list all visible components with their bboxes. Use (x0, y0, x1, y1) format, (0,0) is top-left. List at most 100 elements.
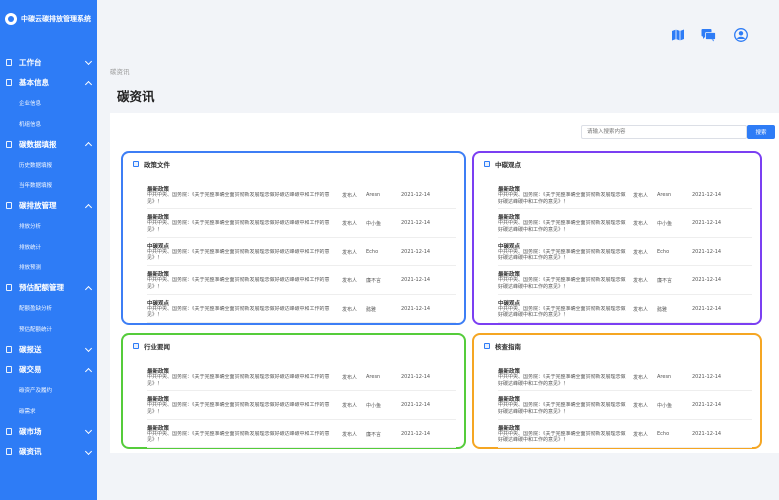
news-summary: 中共中央、国务院：《关于完整准确全面贯彻新发展理念做好碳达峰碳中和工作的意见》！ (147, 192, 330, 205)
sidebar-subitem[interactable]: 当年数据填报 (19, 183, 53, 190)
news-author: Aresn (657, 374, 672, 380)
chevron-down-icon (84, 447, 93, 455)
news-summary: 中共中央、国务院：《关于完整准确全面贯彻新发展理念做好碳达峰碳中和工作的意见》！ (498, 248, 626, 262)
news-row[interactable]: 最新政策中共中央、国务院：《关于完整准确全面贯彻新发展理念做好碳达峰碳中和工作的… (498, 420, 752, 449)
news-date: 2021-12-14 (692, 430, 722, 437)
news-row[interactable]: 中碳观点中共中央、国务院：《关于完整准确全面贯彻新发展理念做好碳达峰碳中和工作的… (498, 238, 752, 267)
news-tag: 最新政策 (147, 272, 170, 279)
news-tag: 最新政策 (147, 187, 170, 193)
breadcrumb[interactable]: 碳资讯 (110, 68, 130, 76)
news-summary: 中共中央、国务院：《关于完整准确全面贯彻新发展理念做好碳达峰碳中和工作的意见》！ (147, 277, 330, 290)
menu-doc-icon (6, 448, 12, 456)
news-row[interactable]: 中碳观点中共中央、国务院：《关于完整准确全面贯彻新发展理念做好碳达峰碳中和工作的… (147, 238, 456, 267)
news-author: 廉不言 (657, 278, 673, 285)
sidebar-subitem[interactable]: 排放预测 (19, 265, 42, 272)
publisher-label: 发布人 (342, 403, 358, 410)
news-tag: 中碳观点 (147, 243, 170, 250)
news-row[interactable]: 最新政策中共中央、国务院：《关于完整准确全面贯彻新发展理念做好碳达峰碳中和工作的… (498, 266, 752, 295)
chevron-up-icon (84, 80, 93, 88)
sidebar-subitem[interactable]: 排放统计 (19, 244, 42, 251)
sidebar-item-label: 碳资讯 (19, 447, 42, 457)
sidebar-subitem[interactable]: 碳资产及履约 (19, 388, 53, 395)
news-row[interactable]: 最新政策中共中央、国务院：《关于完整准确全面贯彻新发展理念做好碳达峰碳中和工作的… (498, 209, 752, 238)
news-row[interactable]: 最新政策中共中央、国务院：《关于完整准确全面贯彻新发展理念做好碳达峰碳中和工作的… (498, 181, 752, 210)
sidebar-subitem[interactable]: 排放分析 (19, 224, 42, 231)
news-row[interactable]: 最新政策中共中央、国务院：《关于完整准确全面贯彻新发展理念做好碳达峰碳中和工作的… (498, 391, 752, 420)
menu-doc-icon (6, 284, 12, 292)
sidebar-item-label: 碳排放管理 (19, 201, 57, 211)
news-date: 2021-12-14 (401, 192, 431, 198)
news-date: 2021-12-14 (401, 402, 431, 409)
news-date: 2021-12-14 (401, 430, 431, 437)
news-tag: 最新政策 (498, 425, 521, 432)
sidebar-item-carbon-trade[interactable]: 碳交易 (0, 360, 97, 381)
news-tag: 中碳观点 (498, 300, 521, 307)
news-date: 2021-12-14 (401, 220, 431, 227)
news-row[interactable]: 最新政策中共中央、国务院：《关于完整准确全面贯彻新发展理念做好碳达峰碳中和工作的… (147, 391, 456, 420)
news-row[interactable]: 最新政策中共中央、国务院：《关于完整准确全面贯彻新发展理念做好碳达峰碳中和工作的… (147, 363, 456, 392)
sidebar-item-workbench[interactable]: 工作台 (0, 52, 97, 73)
news-author: 懿雅 (657, 306, 668, 313)
menu-doc-icon (6, 140, 12, 148)
chevron-down-icon (84, 426, 93, 435)
publisher-label: 发布人 (633, 249, 649, 256)
news-row[interactable]: 最新政策中共中央、国务院：《关于完整准确全面贯彻新发展理念做好碳达峰碳中和工作的… (147, 181, 456, 210)
news-summary: 中共中央、国务院：《关于完整准确全面贯彻新发展理念做好碳达峰碳中和工作的意见》！ (147, 305, 330, 319)
menu-doc-icon (6, 202, 12, 210)
news-summary: 中共中央、国务院：《关于完整准确全面贯彻新发展理念做好碳达峰碳中和工作的意见》！ (498, 430, 626, 444)
publisher-label: 发布人 (633, 221, 649, 228)
news-date: 2021-12-14 (401, 277, 431, 284)
news-author: 廉不言 (366, 431, 382, 438)
news-summary: 中共中央、国务院：《关于完整准确全面贯彻新发展理念做好碳达峰碳中和工作的意见》！ (498, 402, 626, 415)
news-list: 最新政策中共中央、国务院：《关于完整准确全面贯彻新发展理念做好碳达峰碳中和工作的… (498, 363, 752, 449)
news-date: 2021-12-14 (692, 248, 722, 255)
news-summary: 中共中央、国务院：《关于完整准确全面贯彻新发展理念做好碳达峰碳中和工作的意见》！ (498, 305, 626, 319)
chat-icon[interactable] (701, 28, 716, 42)
card-header: 政策文件 (133, 159, 170, 169)
sidebar-item-label: 碳数据填报 (19, 139, 57, 149)
sidebar-item-carbon-news[interactable]: 碳资讯 (0, 442, 97, 463)
news-row[interactable]: 中碳观点中共中央、国务院：《关于完整准确全面贯彻新发展理念做好碳达峰碳中和工作的… (498, 295, 752, 323)
search-input[interactable] (581, 125, 747, 139)
sidebar-subitem[interactable]: 预估配额统计 (19, 326, 53, 333)
news-author: 中小鱼 (366, 221, 382, 228)
news-date: 2021-12-14 (692, 305, 722, 312)
search-button[interactable]: 搜索 (747, 125, 775, 139)
sidebar-item-carbon-submit[interactable]: 碳报送 (0, 339, 97, 360)
document-icon (484, 343, 490, 349)
news-tag: 最新政策 (147, 397, 170, 404)
news-row[interactable]: 最新政策中共中央、国务院：《关于完整准确全面贯彻新发展理念做好碳达峰碳中和工作的… (147, 420, 456, 449)
chevron-up-icon (84, 367, 93, 375)
news-tag: 最新政策 (498, 215, 521, 222)
sidebar-subitem[interactable]: 碳需求 (19, 408, 36, 415)
document-icon (484, 161, 490, 167)
news-row[interactable]: 最新政策中共中央、国务院：《关于完整准确全面贯彻新发展理念做好碳达峰碳中和工作的… (147, 266, 456, 295)
sidebar-subitem[interactable]: 机组信息 (19, 121, 42, 128)
chevron-up-icon (84, 285, 93, 293)
sidebar: 中碳云碳排放管理系统 工作台基本信息企业信息机组信息碳数据填报历史数据填报当年数… (0, 0, 97, 500)
news-row[interactable]: 最新政策中共中央、国务院：《关于完整准确全面贯彻新发展理念做好碳达峰碳中和工作的… (147, 209, 456, 238)
sidebar-item-quota-mgmt[interactable]: 预估配额管理 (0, 278, 97, 299)
sidebar-item-carbon-market[interactable]: 碳市场 (0, 421, 97, 442)
news-date: 2021-12-14 (692, 277, 722, 284)
news-row[interactable]: 中碳观点中共中央、国务院：《关于完整准确全面贯彻新发展理念做好碳达峰碳中和工作的… (147, 295, 456, 323)
news-author: Echo (366, 248, 379, 255)
news-tag: 最新政策 (147, 425, 170, 432)
news-row[interactable]: 最新政策中共中央、国务院：《关于完整准确全面贯彻新发展理念做好碳达峰碳中和工作的… (498, 363, 752, 392)
sidebar-subitem[interactable]: 企业信息 (19, 101, 42, 108)
publisher-label: 发布人 (342, 375, 358, 381)
publisher-label: 发布人 (633, 193, 649, 199)
sidebar-item-basic-info[interactable]: 基本信息 (0, 73, 97, 94)
card-title: 政策文件 (144, 161, 170, 169)
user-icon[interactable] (734, 28, 748, 42)
publisher-label: 发布人 (342, 306, 358, 313)
sidebar-item-data-report[interactable]: 碳数据填报 (0, 134, 97, 155)
map-icon[interactable] (671, 28, 685, 42)
sidebar-item-emission-mgmt[interactable]: 碳排放管理 (0, 196, 97, 217)
news-author: 廉不言 (366, 278, 382, 285)
app-title: 中碳云碳排放管理系统 (21, 15, 91, 23)
sidebar-subitem[interactable]: 配额盈缺分析 (19, 306, 53, 313)
news-tag: 最新政策 (498, 369, 521, 375)
publisher-label: 发布人 (633, 306, 649, 313)
sidebar-subitem[interactable]: 历史数据填报 (19, 162, 53, 169)
